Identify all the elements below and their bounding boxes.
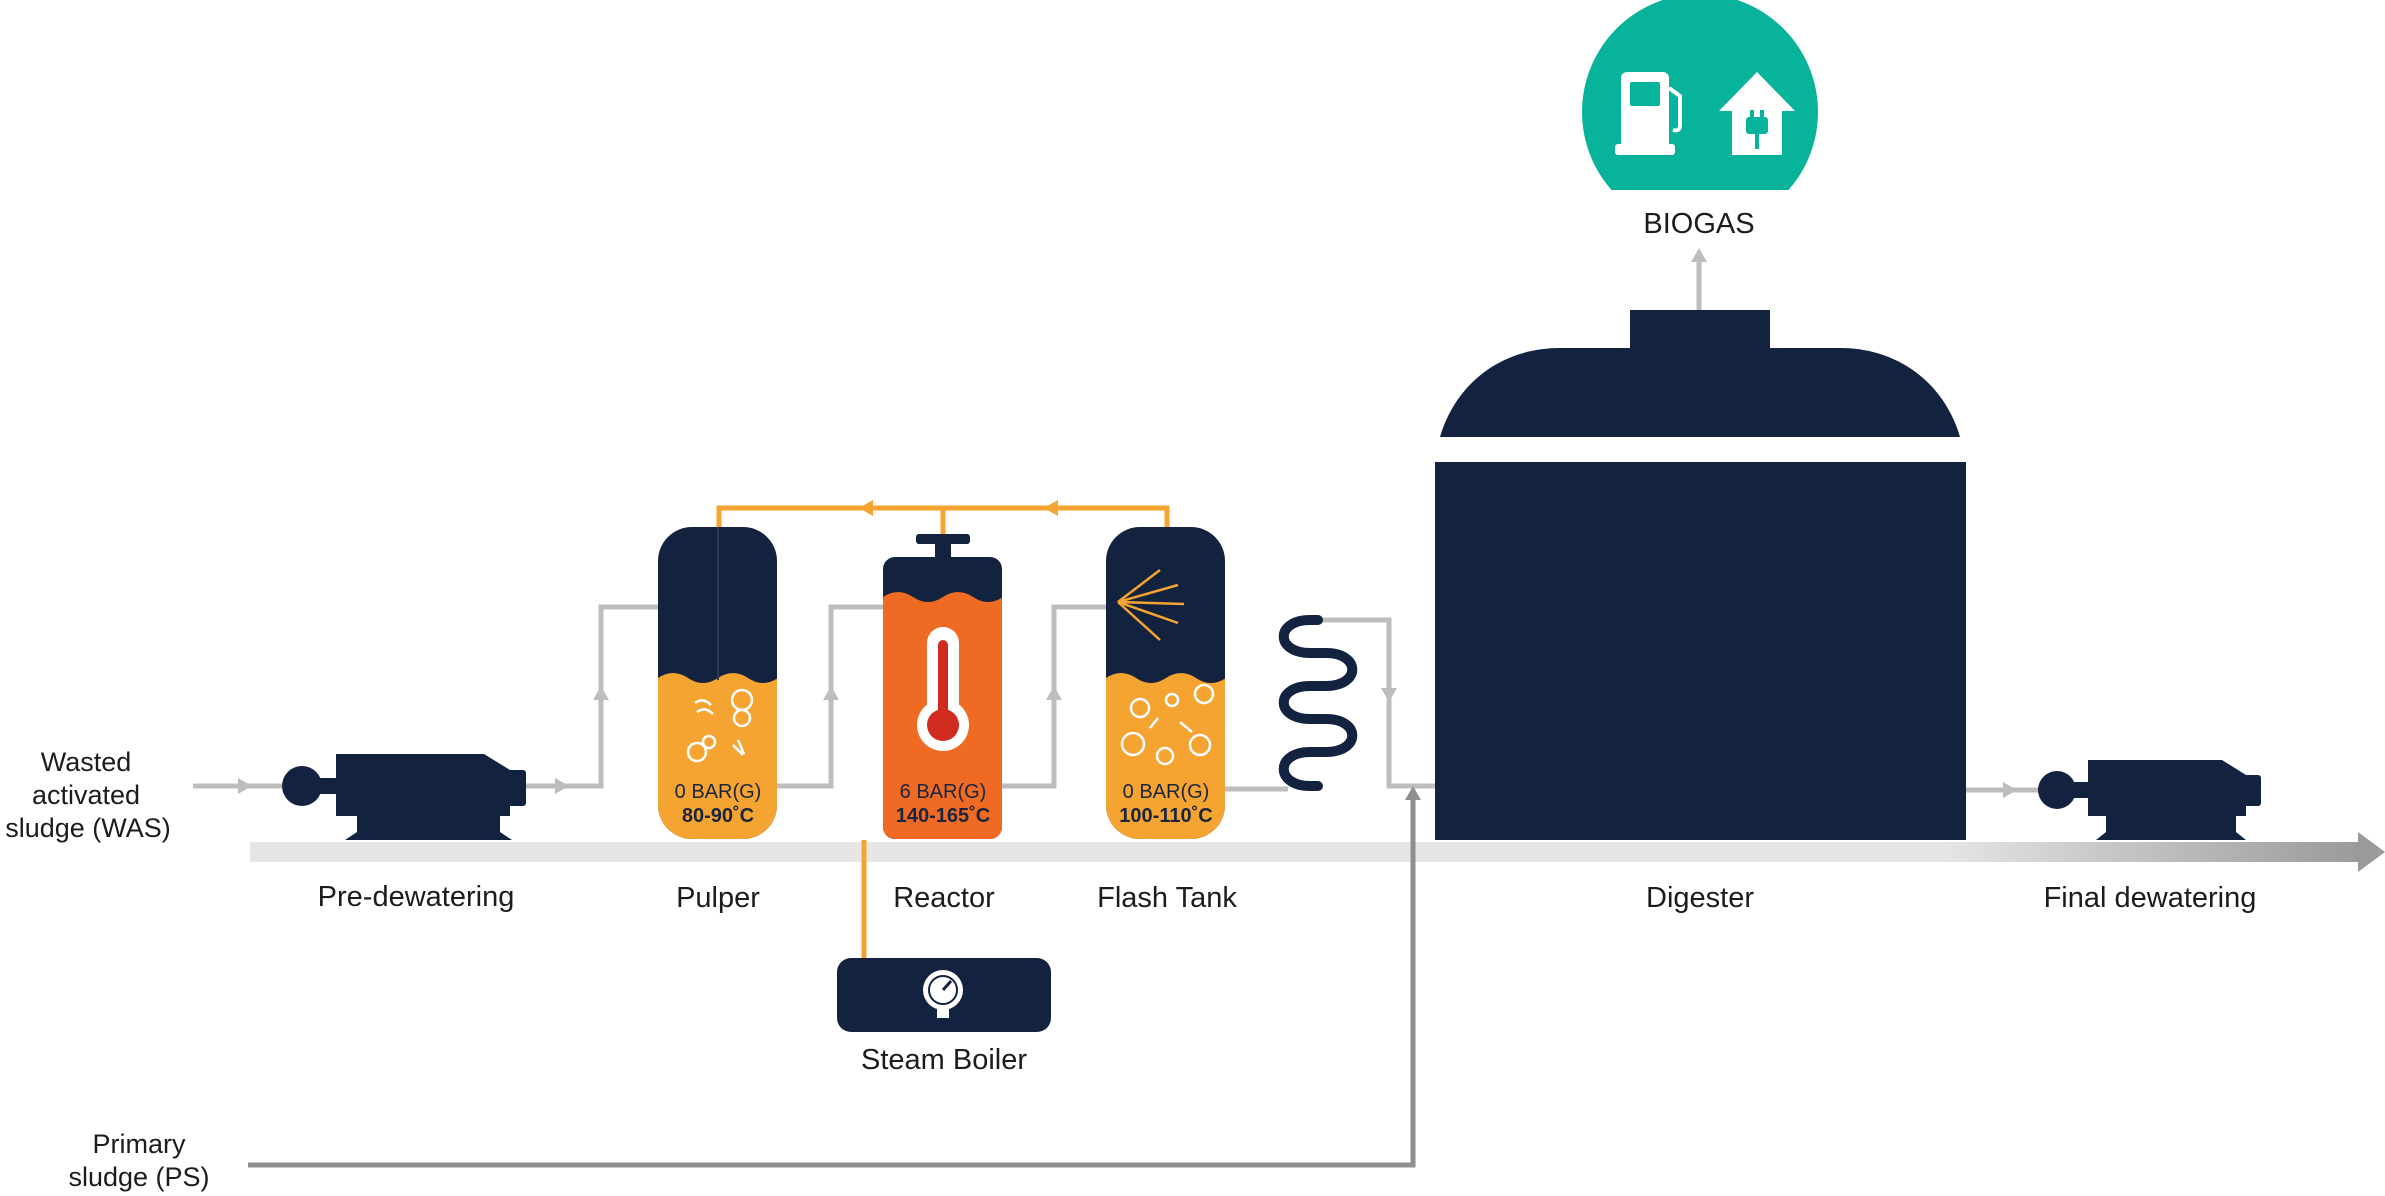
reactor-pressure: 6 BAR(G): [900, 781, 987, 803]
reactor-temperature: 140-165˚C: [896, 804, 991, 827]
digester-tank: [1435, 310, 1966, 840]
ps-label-line-2: sludge (PS): [68, 1162, 209, 1192]
steam-return-line: [716, 505, 1170, 960]
pulper-label: Pulper: [676, 882, 760, 914]
final-dewatering-unit: [2038, 760, 2261, 840]
reactor-label: Reactor: [893, 882, 995, 914]
house-plug-icon: [1719, 72, 1795, 155]
ps-label-line-1: Primary: [93, 1129, 186, 1159]
heat-exchanger-coil: [1278, 615, 1358, 791]
biogas-output: BIOGAS: [1582, 0, 1818, 240]
flow-arrowheads: [238, 248, 2017, 798]
thermometer-icon: [917, 627, 969, 751]
was-label-line-1: Wasted: [41, 747, 132, 777]
pre-dewatering-label: Pre-dewatering: [318, 881, 515, 913]
primary-sludge-pipe: [248, 786, 1421, 1168]
was-label-line-2: activated: [32, 780, 140, 810]
was-input-label: Wasted activated sludge (WAS): [5, 747, 171, 843]
final-dewatering-label: Final dewatering: [2044, 882, 2257, 914]
flash-tank-pressure: 0 BAR(G): [1123, 781, 1210, 803]
flash-tank-label: Flash Tank: [1097, 882, 1237, 914]
digester-label: Digester: [1646, 882, 1754, 914]
pulper-temperature: 80-90˚C: [682, 804, 754, 827]
reactor-vessel: 6 BAR(G) 140-165˚C: [883, 534, 1002, 839]
bacteria-icon: [686, 688, 754, 763]
steam-boiler: Steam Boiler: [837, 958, 1051, 1076]
steam-arrowheads: [859, 500, 1058, 516]
biogas-label: BIOGAS: [1643, 208, 1754, 240]
fuel-pump-icon: [1615, 72, 1682, 155]
was-label-line-3: sludge (WAS): [5, 813, 171, 843]
pulper-pressure: 0 BAR(G): [675, 781, 762, 803]
steam-spray-icon: [1117, 569, 1185, 641]
process-baseline-arrow: [250, 832, 2385, 872]
ps-input-label: Primary sludge (PS): [68, 1129, 209, 1192]
steam-boiler-label: Steam Boiler: [861, 1044, 1027, 1076]
pulper-vessel: 0 BAR(G) 80-90˚C: [658, 527, 777, 839]
flash-tank-vessel: 0 BAR(G) 100-110˚C: [1106, 527, 1225, 839]
pre-dewatering-unit: [282, 754, 526, 840]
pressure-gauge-icon: [923, 970, 963, 1018]
flash-tank-temperature: 100-110˚C: [1119, 804, 1212, 827]
bacteria-icon: [1120, 683, 1215, 766]
